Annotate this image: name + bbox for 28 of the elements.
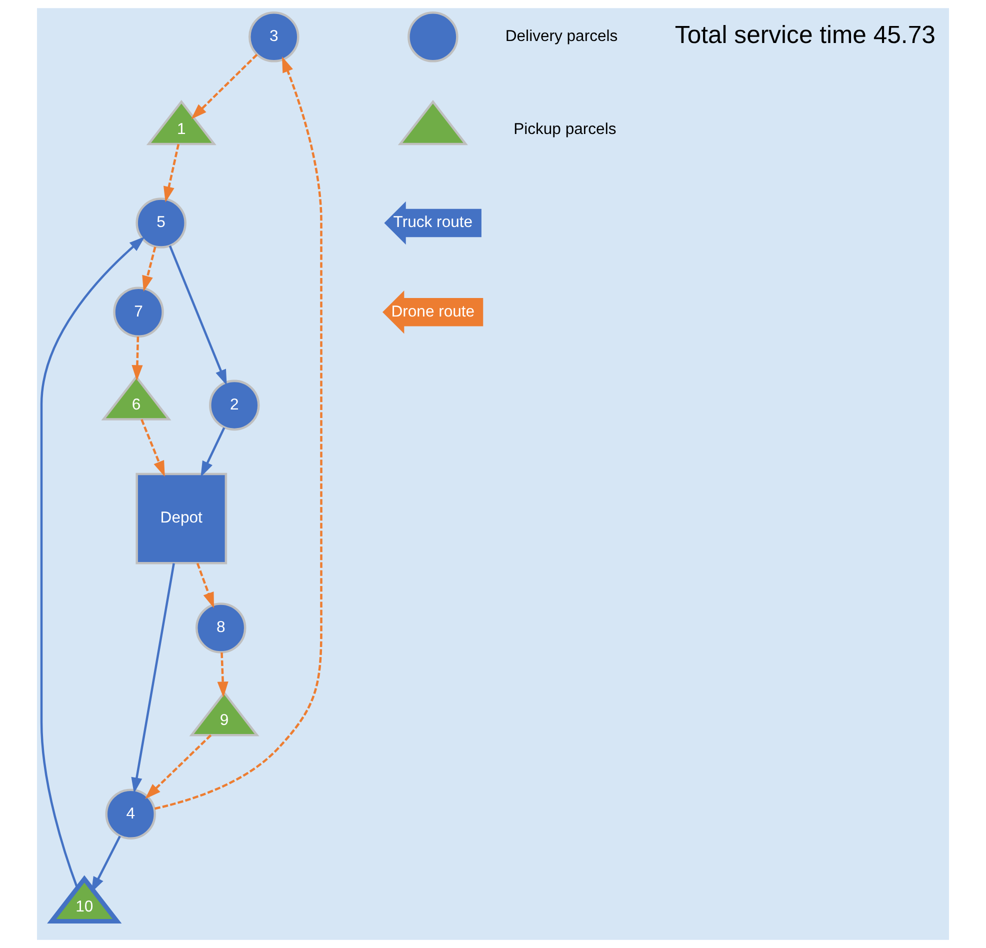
label: Total service time 45.73 <box>674 22 936 50</box>
arrow <box>132 336 143 381</box>
arrow <box>191 54 258 120</box>
node-circle: 3 <box>248 12 300 62</box>
arrow <box>145 734 212 799</box>
arrow <box>200 427 226 478</box>
node-circle: 8 <box>195 602 246 654</box>
arrow <box>142 246 156 292</box>
legend-label: Pickup parcels <box>514 121 616 138</box>
node-circle: 7 <box>113 286 164 338</box>
node-circle: 4 <box>105 788 156 840</box>
arrow <box>40 236 145 888</box>
legend-label: Drone route <box>391 303 475 320</box>
arrow <box>168 245 227 386</box>
node-triangle <box>398 100 468 146</box>
arrow <box>91 836 121 893</box>
legend-label: Delivery parcels <box>505 28 618 46</box>
arrow <box>164 144 180 202</box>
arrow <box>140 419 165 477</box>
node-circle <box>408 12 458 62</box>
arrow <box>154 56 322 810</box>
node-circle: 2 <box>209 380 260 431</box>
node-box: Depot <box>136 472 228 564</box>
arrow <box>131 563 175 794</box>
arrow <box>217 652 228 698</box>
node-circle: 5 <box>136 198 186 248</box>
legend-label: Truck route <box>393 214 473 232</box>
arrow <box>196 562 214 608</box>
